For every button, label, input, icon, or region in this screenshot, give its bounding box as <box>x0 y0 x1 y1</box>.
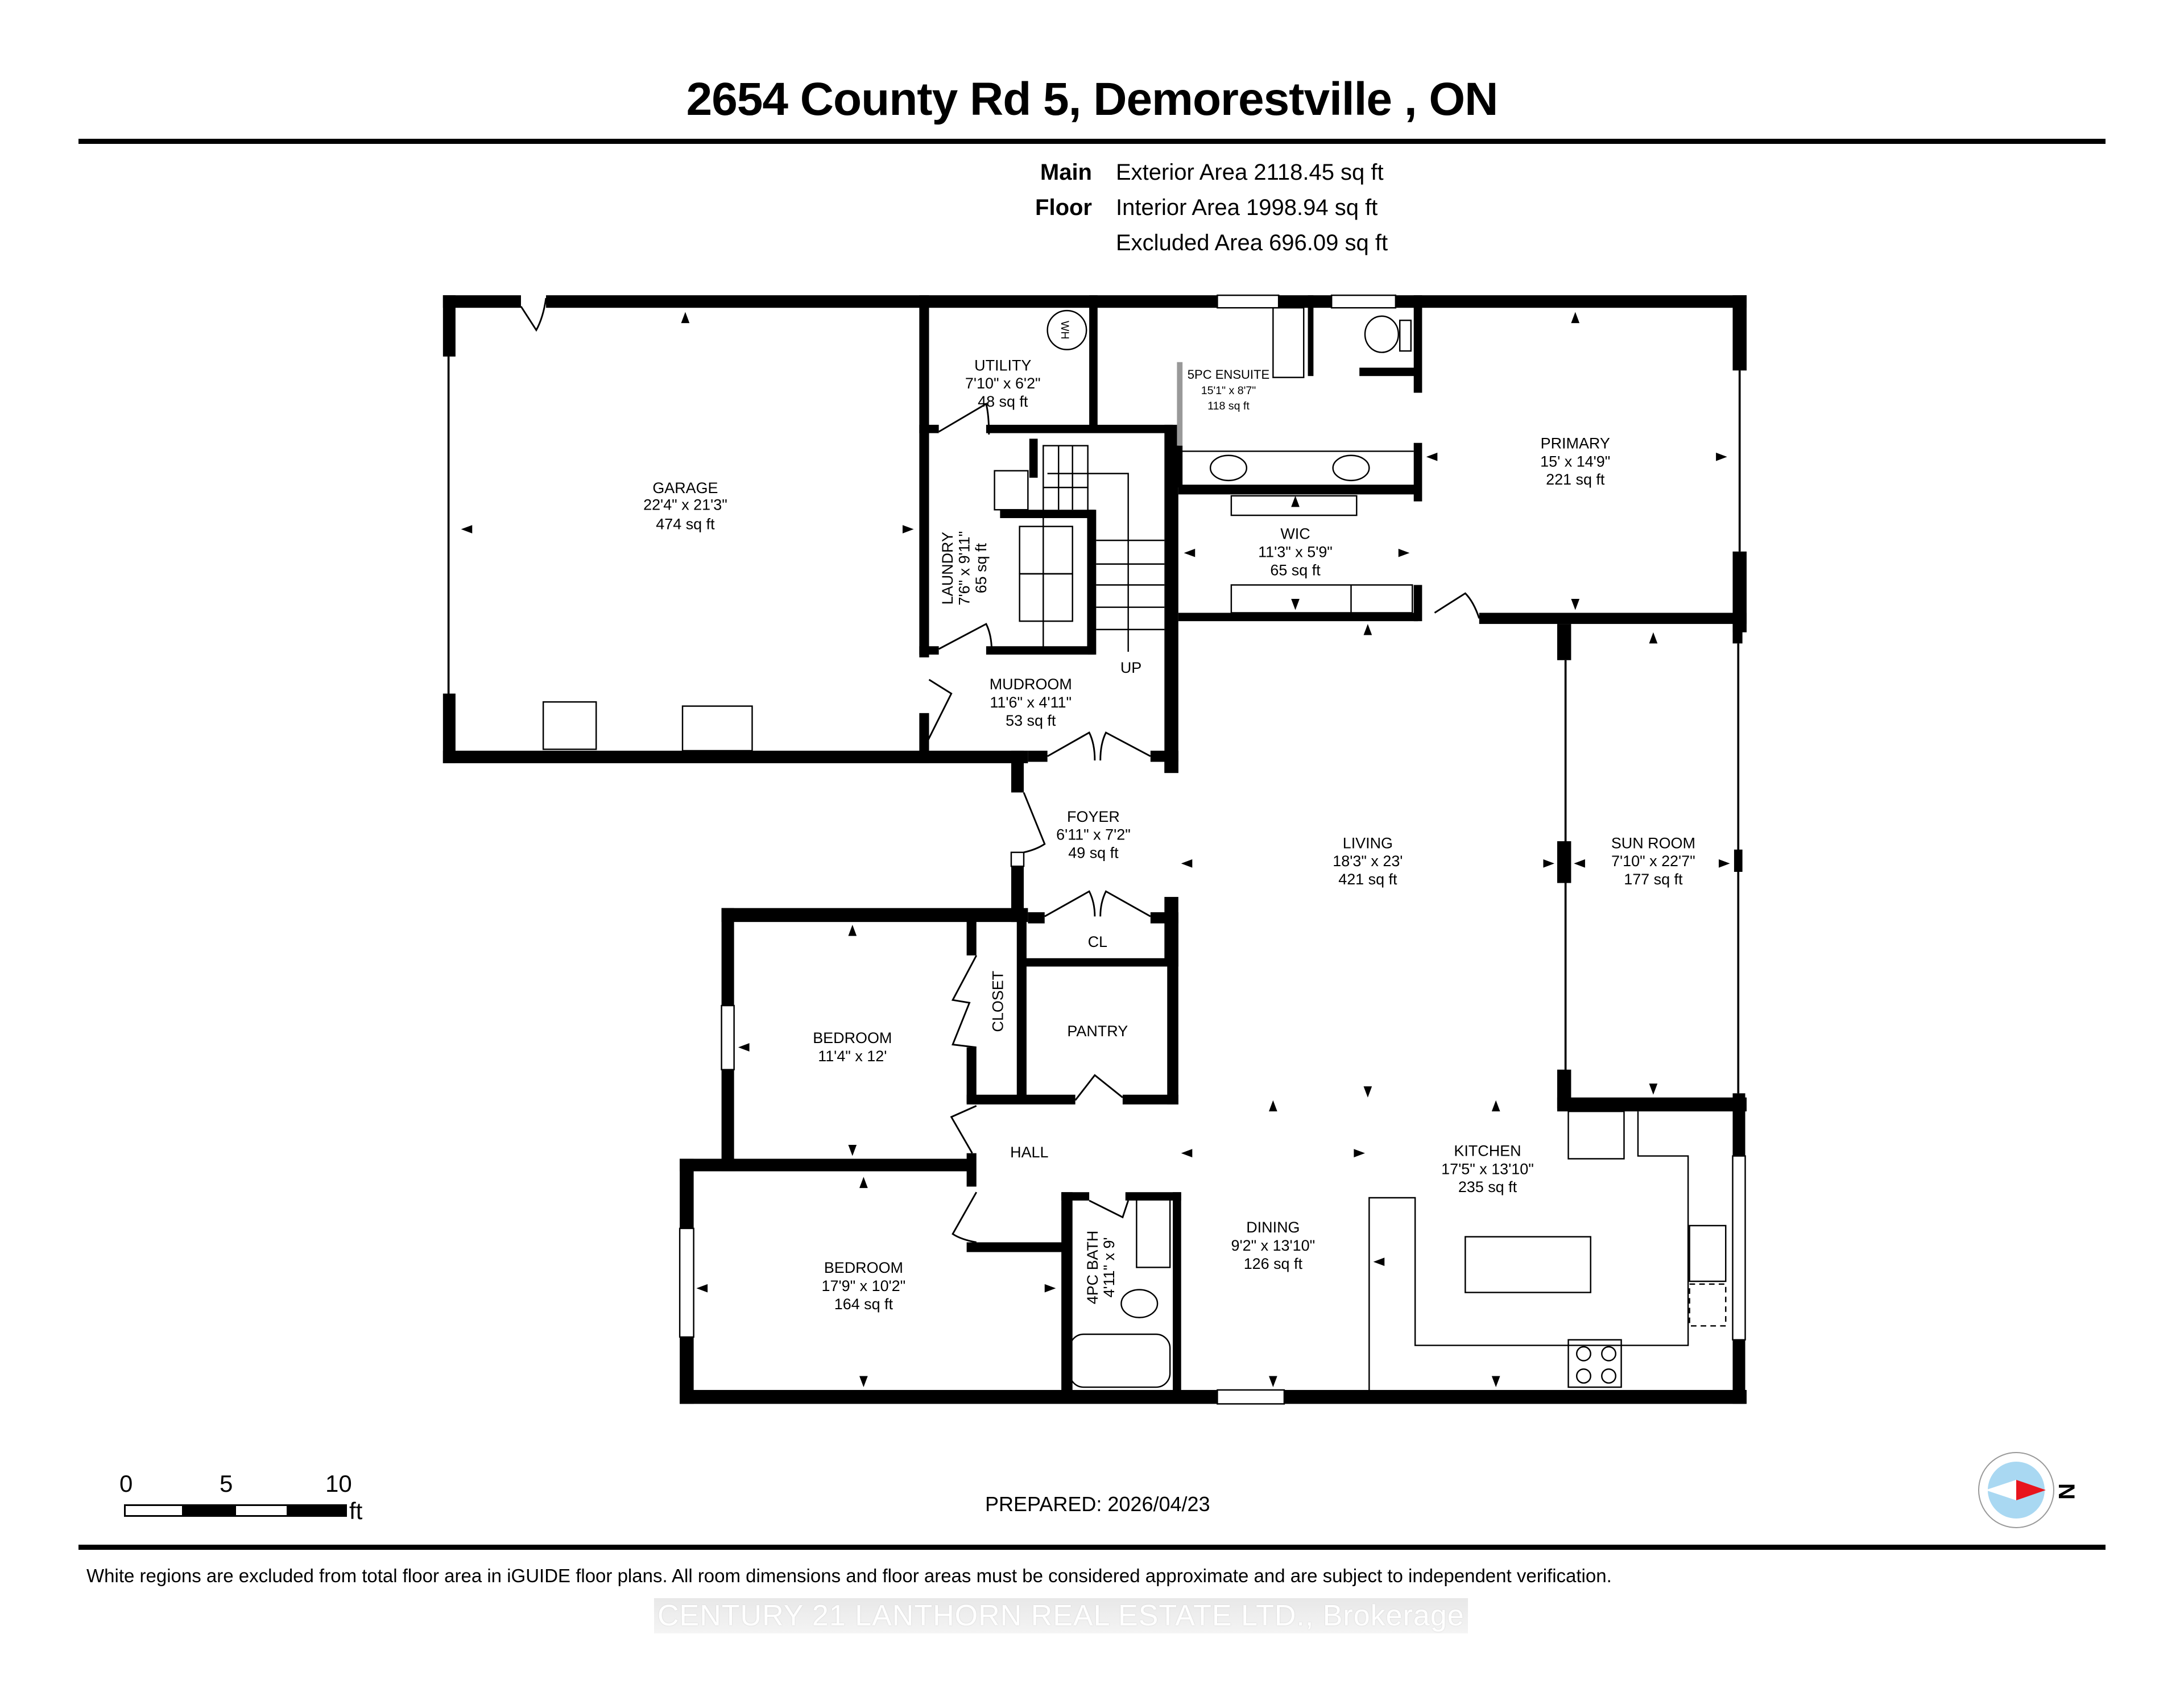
hall-name: HALL <box>1010 1144 1048 1161</box>
sink-icon <box>1332 454 1370 482</box>
laundry-name: LAUNDRY <box>939 532 956 605</box>
toilet-icon <box>1120 1289 1159 1318</box>
exterior-area: Exterior Area 2118.45 sq ft <box>1116 160 1384 185</box>
laundry-dims: 7'6" x 9'11" <box>956 531 973 606</box>
stairs <box>1043 445 1089 650</box>
stove-icon <box>1567 1339 1622 1388</box>
brokerage-watermark: CENTURY 21 LANTHORN REAL ESTATE LTD., Br… <box>654 1598 1468 1633</box>
bedroom1-dims: 11'4" x 12' <box>818 1048 887 1065</box>
ensuite-area: 118 sq ft <box>1207 400 1250 412</box>
laundry-area: 65 sq ft <box>973 543 990 593</box>
kitchen-sink-icon <box>1689 1224 1727 1282</box>
dryer-icon <box>1019 526 1073 575</box>
disclaimer-text: White regions are excluded from total fl… <box>86 1565 1612 1586</box>
bedroom2-name: BEDROOM <box>824 1259 903 1276</box>
scale-unit: ft <box>349 1497 363 1524</box>
garage-area: 474 sq ft <box>656 516 715 533</box>
foyer-area: 49 sq ft <box>1068 844 1119 861</box>
utility-dims: 7'10" x 6'2" <box>965 375 1041 392</box>
scale-tick-5: 5 <box>220 1470 233 1497</box>
stairs-up-label: UP <box>1120 659 1141 676</box>
walls <box>442 295 1747 1404</box>
bathtub-icon <box>1069 1333 1171 1388</box>
sunroom-dims: 7'10" x 22'7" <box>1611 853 1695 870</box>
doors <box>520 297 1480 1243</box>
windows <box>679 294 1746 1405</box>
primary-area: 221 sq ft <box>1546 471 1605 488</box>
floor-name: Main Floor <box>1035 160 1092 220</box>
kitchen-name: KITCHEN <box>1454 1143 1521 1160</box>
closet-name: CLOSET <box>989 971 1006 1032</box>
dining-name: DINING <box>1246 1219 1300 1236</box>
primary-name: PRIMARY <box>1541 435 1610 452</box>
living-area: 421 sq ft <box>1338 871 1397 888</box>
fixtures <box>542 307 1727 1390</box>
kitchen-area: 235 sq ft <box>1458 1178 1517 1195</box>
mudroom-name: MUDROOM <box>990 676 1072 693</box>
dimension-arrows <box>461 312 1730 1388</box>
compass-icon <box>1978 1452 2054 1528</box>
toilet-icon <box>1364 315 1399 353</box>
scale-bar: 0 5 10 ft <box>119 1470 370 1527</box>
utility-area: 48 sq ft <box>978 393 1028 410</box>
bath-sink-icon <box>1136 1197 1171 1268</box>
bedroom2-dims: 17'9" x 10'2" <box>822 1277 906 1294</box>
bath-name: 4PC BATH <box>1084 1231 1101 1305</box>
interior-area: Interior Area 1998.94 sq ft <box>1116 195 1378 220</box>
furnace-fixture <box>542 701 597 750</box>
kitchen-dims: 17'5" x 13'10" <box>1441 1160 1534 1177</box>
page-title: 2654 County Rd 5, Demorestville , ON <box>686 73 1499 125</box>
foyer-dims: 6'11" x 7'2" <box>1056 826 1131 843</box>
living-name: LIVING <box>1343 834 1393 851</box>
foyer-name: FOYER <box>1067 808 1120 825</box>
compass-north-label: N <box>2053 1483 2079 1500</box>
bedroom2-area: 164 sq ft <box>834 1296 894 1313</box>
scale-tick-0: 0 <box>119 1470 133 1497</box>
water-heater-label: WH <box>1058 321 1071 340</box>
sink-icon <box>1209 454 1248 482</box>
dining-dims: 9'2" x 13'10" <box>1231 1237 1316 1254</box>
mudroom-area: 53 sq ft <box>1006 712 1056 729</box>
ensuite-dims: 15'1" x 8'7" <box>1201 384 1256 397</box>
prepared-date: PREPARED: 2026/04/23 <box>985 1492 1210 1516</box>
primary-dims: 15' x 14'9" <box>1540 453 1610 470</box>
bath-dims: 4'11" x 9' <box>1101 1237 1118 1297</box>
sunroom-area: 177 sq ft <box>1624 871 1683 888</box>
mudroom-dims: 11'6" x 4'11" <box>990 694 1072 711</box>
laundry-sink-icon <box>994 470 1029 511</box>
excluded-area: Excluded Area 696.09 sq ft <box>1116 230 1388 255</box>
cl-name: CL <box>1088 933 1107 950</box>
washer-icon <box>1019 573 1073 622</box>
footer-divider <box>78 1545 2106 1550</box>
pantry-name: PANTRY <box>1067 1023 1128 1040</box>
wic-dims: 11'3" x 5'9" <box>1258 544 1333 561</box>
wic-name: WIC <box>1280 526 1310 543</box>
kitchen-island <box>1465 1236 1591 1293</box>
ensuite-name: 5PC ENSUITE <box>1188 367 1269 382</box>
garage-dims: 22'4" x 21'3" <box>643 496 727 513</box>
utility-name: UTILITY <box>974 357 1031 374</box>
water-heater-icon <box>1046 309 1087 350</box>
scale-tick-10: 10 <box>325 1470 352 1497</box>
dining-area: 126 sq ft <box>1244 1255 1303 1272</box>
sunroom-name: SUN ROOM <box>1611 834 1695 851</box>
living-dims: 18'3" x 23' <box>1333 853 1403 870</box>
garage-name: GARAGE <box>652 479 718 497</box>
header-divider <box>78 139 2106 144</box>
wic-area: 65 sq ft <box>1270 561 1321 578</box>
bedroom1-name: BEDROOM <box>813 1029 892 1046</box>
